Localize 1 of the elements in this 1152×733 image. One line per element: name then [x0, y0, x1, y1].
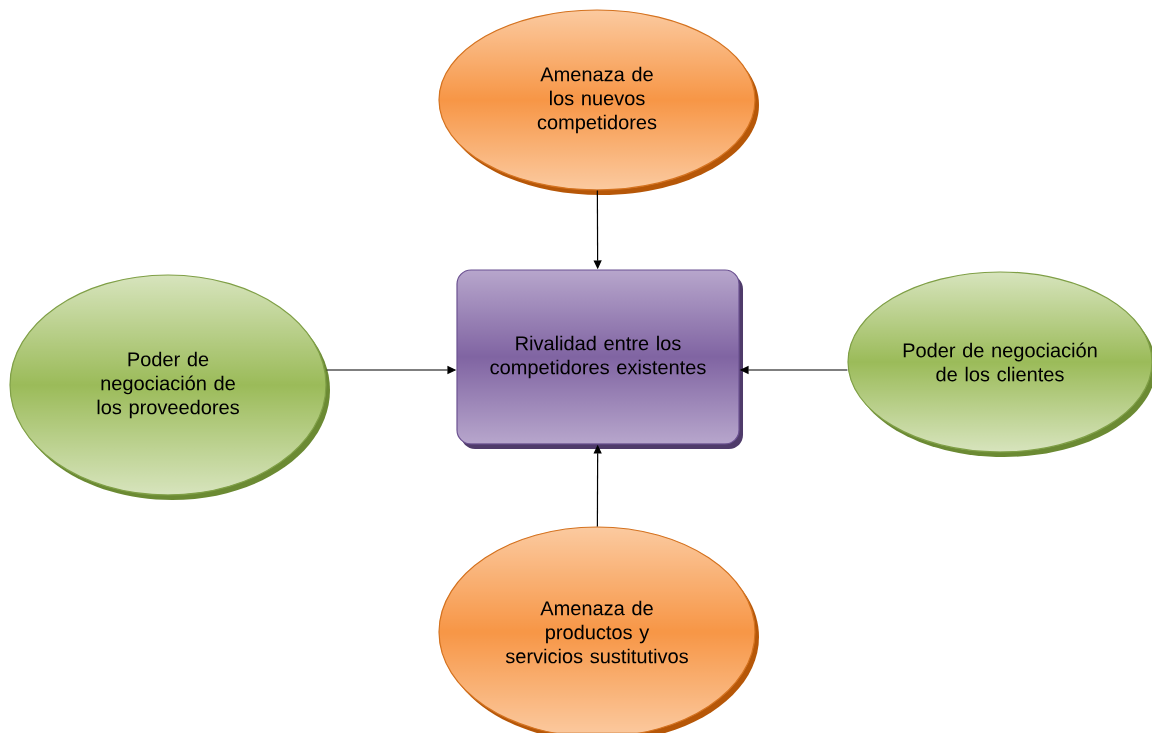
- center-box: Rivalidad entre los competidores existentes: [456, 269, 743, 449]
